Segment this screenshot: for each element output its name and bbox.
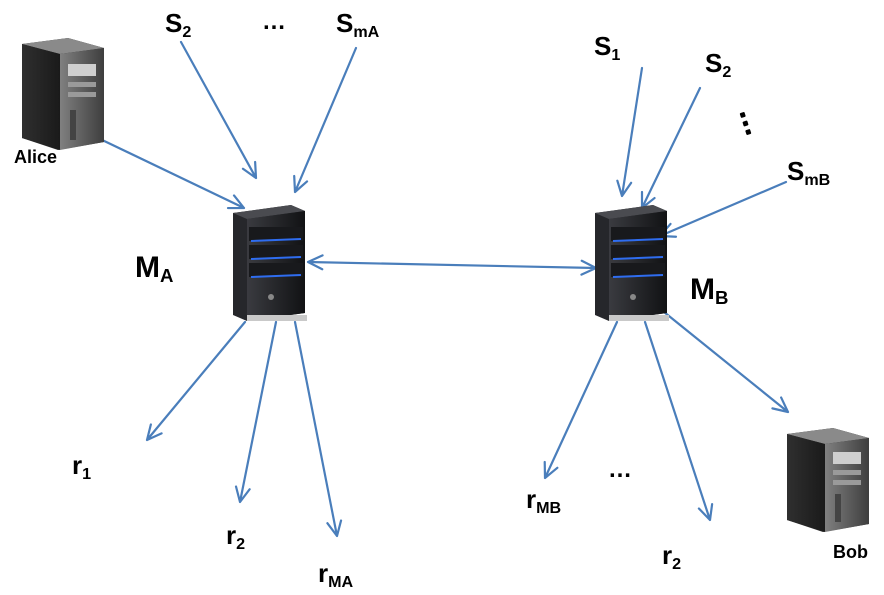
sender-s2-a-label: S2 bbox=[165, 8, 192, 41]
receiver-r2-a-label: r2 bbox=[226, 520, 246, 553]
alice-computer-icon bbox=[22, 38, 104, 150]
arrow-s1b-to-mb bbox=[616, 66, 644, 198]
arrow-ma-mb bbox=[306, 254, 598, 276]
sender-smb-label: SmB bbox=[787, 156, 831, 189]
arrow-mb-to-r2 bbox=[643, 320, 714, 522]
receiver-r2-b-label: r2 bbox=[662, 540, 682, 573]
sender-sma-label: SmA bbox=[336, 8, 380, 41]
bob-label: Bob bbox=[833, 542, 868, 562]
arrow-ma-to-rma bbox=[293, 320, 343, 538]
bob-computer-icon bbox=[787, 428, 869, 532]
mb-label: MB bbox=[690, 273, 729, 309]
server-ma-icon bbox=[233, 205, 307, 321]
arrows-layer bbox=[96, 40, 790, 538]
arrow-ma-to-r2 bbox=[234, 320, 278, 504]
sender-s1-b-label: S1 bbox=[594, 31, 621, 64]
receiver-r1-a-label: r1 bbox=[72, 450, 92, 483]
receivers-b-ellipsis: … bbox=[608, 456, 633, 483]
arrow-ma-to-r1 bbox=[145, 320, 247, 442]
receiver-rma-label: rMA bbox=[318, 558, 354, 591]
server-mb-icon bbox=[595, 205, 669, 321]
arrow-alice-to-ma bbox=[96, 136, 246, 210]
senders-a-ellipsis: … bbox=[262, 8, 287, 35]
arrow-mb-to-bob bbox=[662, 310, 790, 414]
alice-label: Alice bbox=[14, 147, 58, 167]
arrow-s2a-to-ma bbox=[179, 40, 258, 180]
ma-label: MA bbox=[135, 251, 174, 287]
arrow-s2b-to-mb bbox=[640, 86, 702, 210]
arrow-smb-to-mb bbox=[658, 180, 788, 238]
sender-s2-b-label: S2 bbox=[705, 48, 732, 81]
arrow-sma-to-ma bbox=[293, 46, 358, 194]
receiver-rmb-label: rMB bbox=[526, 484, 562, 517]
arrow-mb-to-rmb bbox=[543, 320, 619, 480]
